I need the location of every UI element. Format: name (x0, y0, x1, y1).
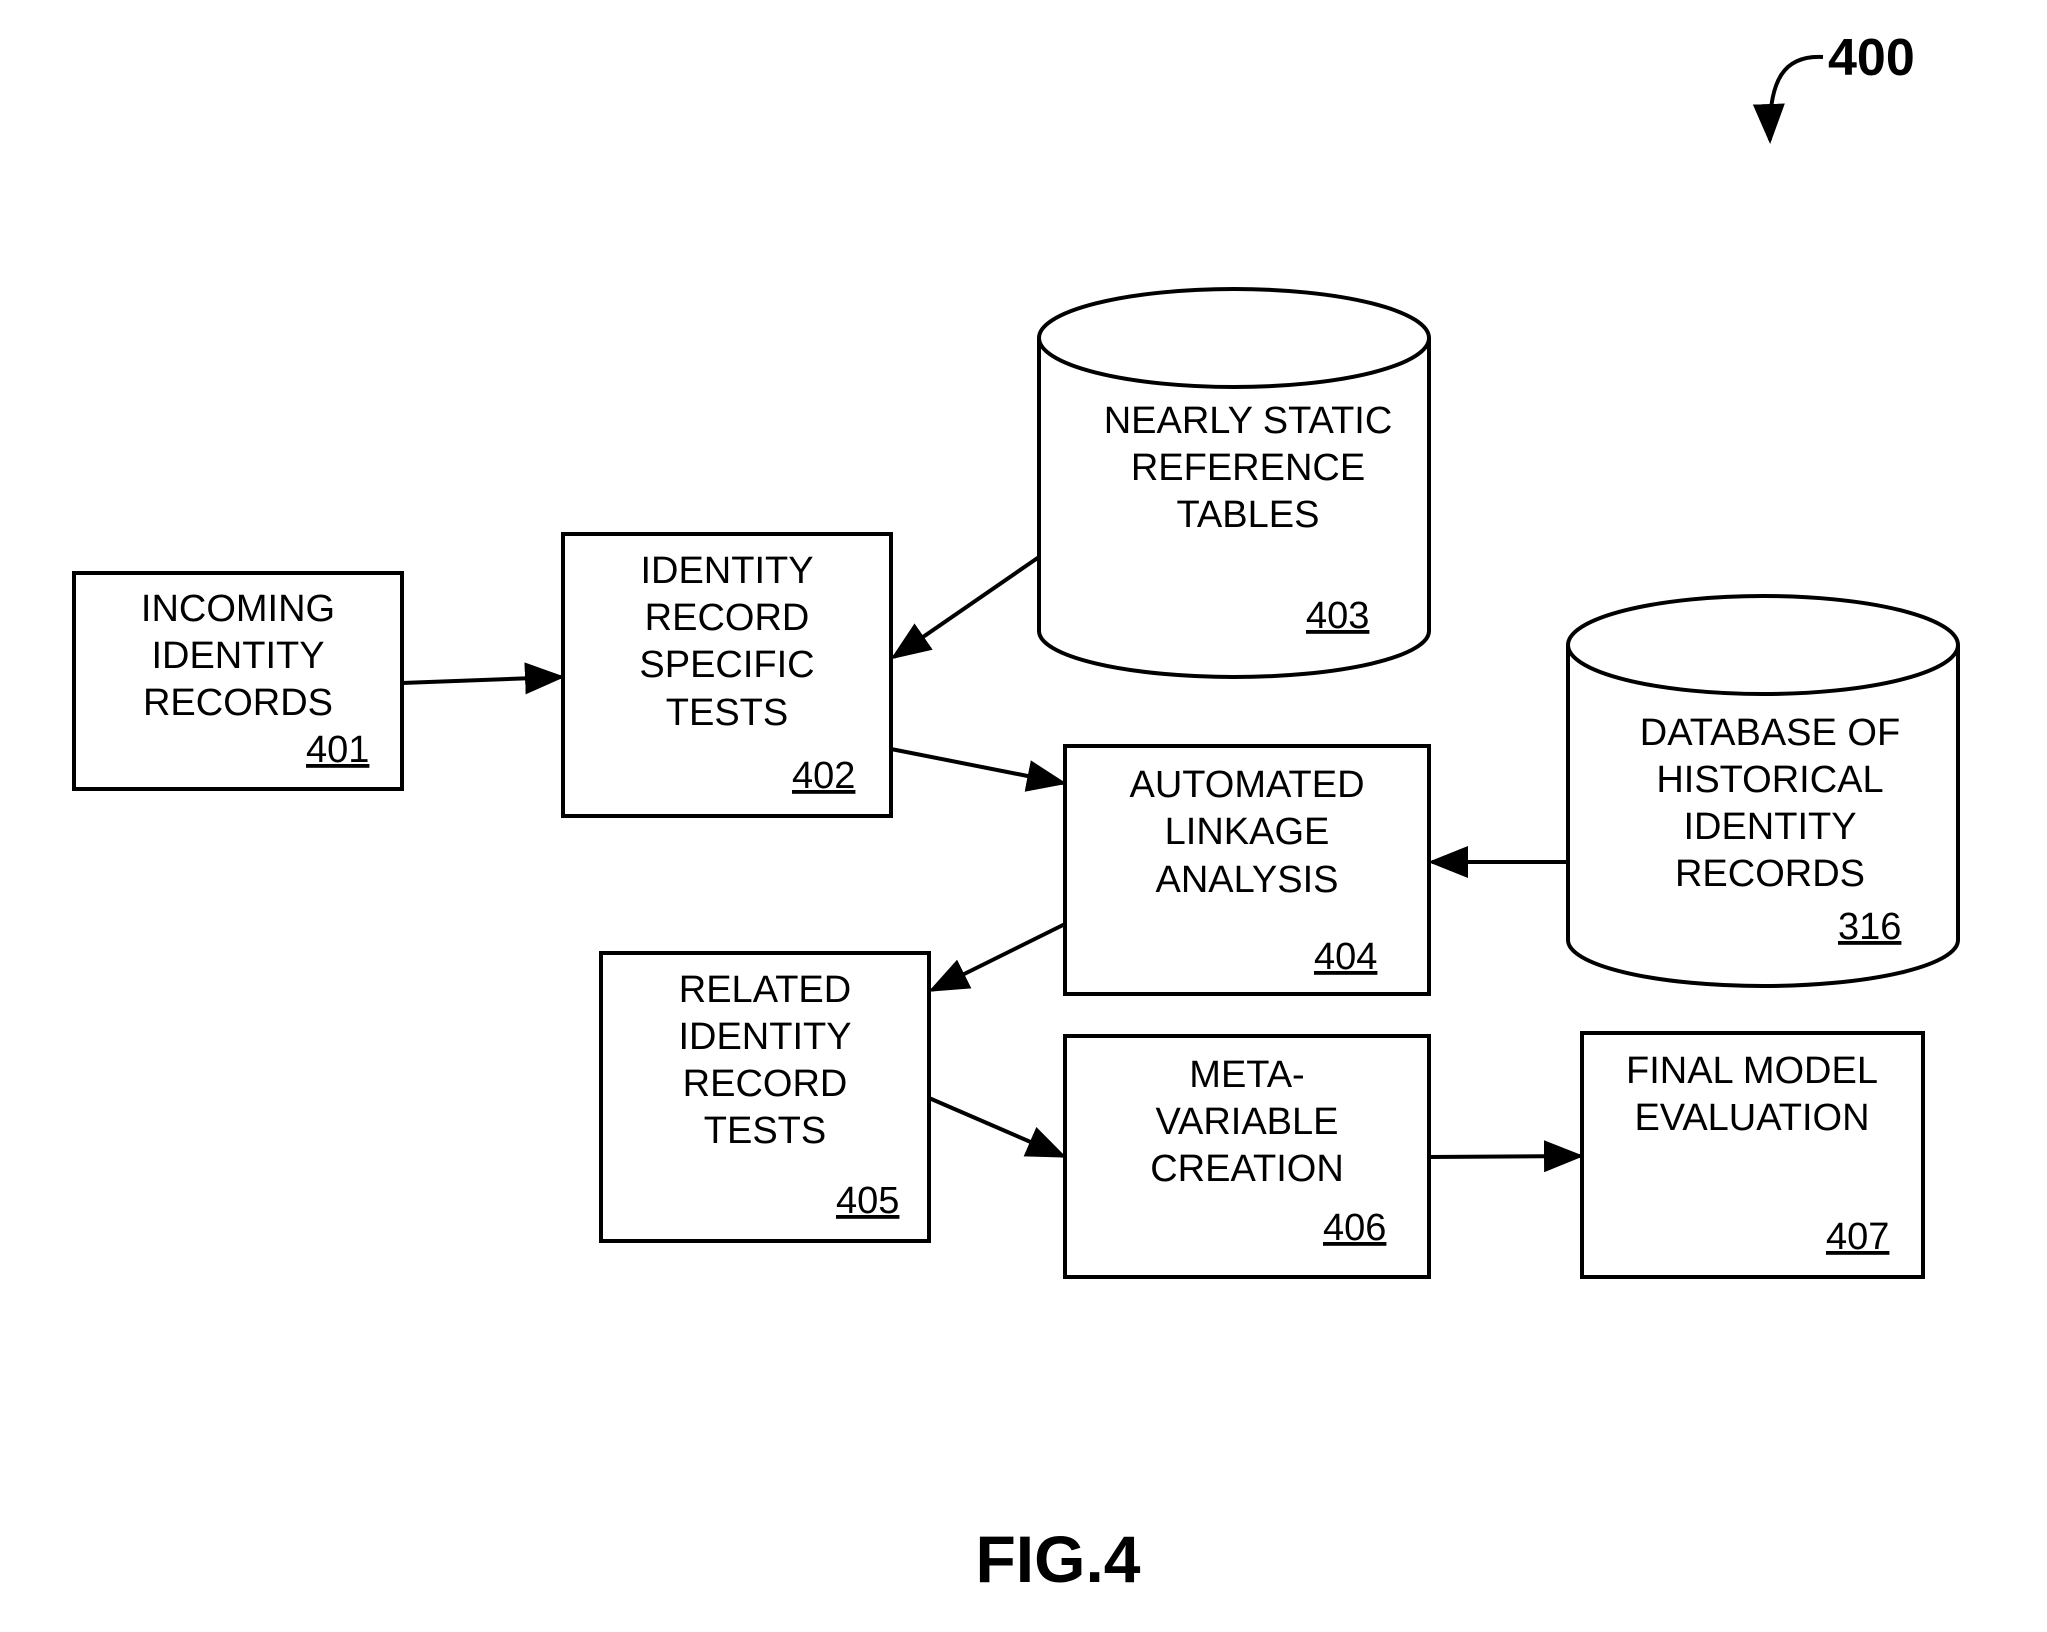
figure-number-arrow (1770, 57, 1823, 140)
arrow-402-to-404 (891, 749, 1063, 783)
node-database-historical-identity-records: DATABASE OF HISTORICAL IDENTITY RECORDS … (1568, 596, 1958, 986)
node-label-line: EVALUATION (1634, 1097, 1869, 1139)
node-label-line: REFERENCE (1131, 447, 1365, 489)
node-ref-number: 402 (792, 755, 855, 797)
node-label-line: INCOMING (141, 588, 335, 630)
figure-number: 400 (1828, 29, 1915, 87)
figure-caption: FIG.4 (975, 1522, 1140, 1596)
node-nearly-static-reference-tables: NEARLY STATIC REFERENCE TABLES 403 (1039, 289, 1429, 677)
node-label-line: FINAL MODEL (1626, 1050, 1878, 1092)
node-ref-number: 405 (836, 1180, 899, 1222)
node-label-line: IDENTITY (151, 635, 324, 677)
node-label-line: RECORDS (1675, 853, 1865, 895)
node-identity-record-specific-tests: IDENTITY RECORD SPECIFIC TESTS 402 (563, 534, 891, 816)
node-ref-number: 401 (306, 729, 369, 771)
arrow-406-to-407 (1429, 1156, 1580, 1157)
node-label-line: META- (1189, 1054, 1304, 1096)
node-ref-number: 406 (1323, 1207, 1386, 1249)
node-ref-number: 403 (1306, 595, 1369, 637)
node-label-line: SPECIFIC (639, 644, 814, 686)
node-ref-number: 407 (1826, 1216, 1889, 1258)
node-related-identity-record-tests: RELATED IDENTITY RECORD TESTS 405 (601, 953, 929, 1241)
node-label-line: RECORD (683, 1063, 848, 1105)
arrow-404-to-405 (932, 924, 1065, 990)
node-label-line: TABLES (1177, 494, 1320, 536)
node-label-line: IDENTITY (678, 1016, 851, 1058)
node-label-line: AUTOMATED (1129, 764, 1364, 806)
arrow-403-to-402 (894, 557, 1039, 657)
node-label-line: TESTS (666, 692, 788, 734)
node-label-line: HISTORICAL (1656, 759, 1883, 801)
node-label-line: IDENTITY (1683, 806, 1856, 848)
node-label-line: TESTS (704, 1110, 826, 1152)
node-label-line: IDENTITY (640, 550, 813, 592)
node-label-line: DATABASE OF (1640, 712, 1900, 754)
node-ref-number: 316 (1838, 906, 1901, 948)
node-meta-variable-creation: META- VARIABLE CREATION 406 (1065, 1036, 1429, 1277)
node-label-line: NEARLY STATIC (1104, 400, 1393, 442)
node-label-line: RELATED (679, 969, 851, 1011)
node-incoming-identity-records: INCOMING IDENTITY RECORDS 401 (74, 573, 402, 789)
node-label-line: RECORDS (143, 682, 333, 724)
node-label-line: RECORD (645, 597, 810, 639)
node-automated-linkage-analysis: AUTOMATED LINKAGE ANALYSIS 404 (1065, 746, 1429, 994)
arrow-405-to-406 (929, 1098, 1063, 1156)
node-final-model-evaluation: FINAL MODEL EVALUATION 407 (1582, 1033, 1923, 1277)
node-label-line: CREATION (1150, 1148, 1344, 1190)
arrow-401-to-402 (402, 677, 561, 683)
node-label-line: ANALYSIS (1155, 859, 1338, 901)
node-label-line: LINKAGE (1165, 811, 1330, 853)
node-ref-number: 404 (1314, 936, 1377, 978)
node-label-line: VARIABLE (1155, 1101, 1338, 1143)
